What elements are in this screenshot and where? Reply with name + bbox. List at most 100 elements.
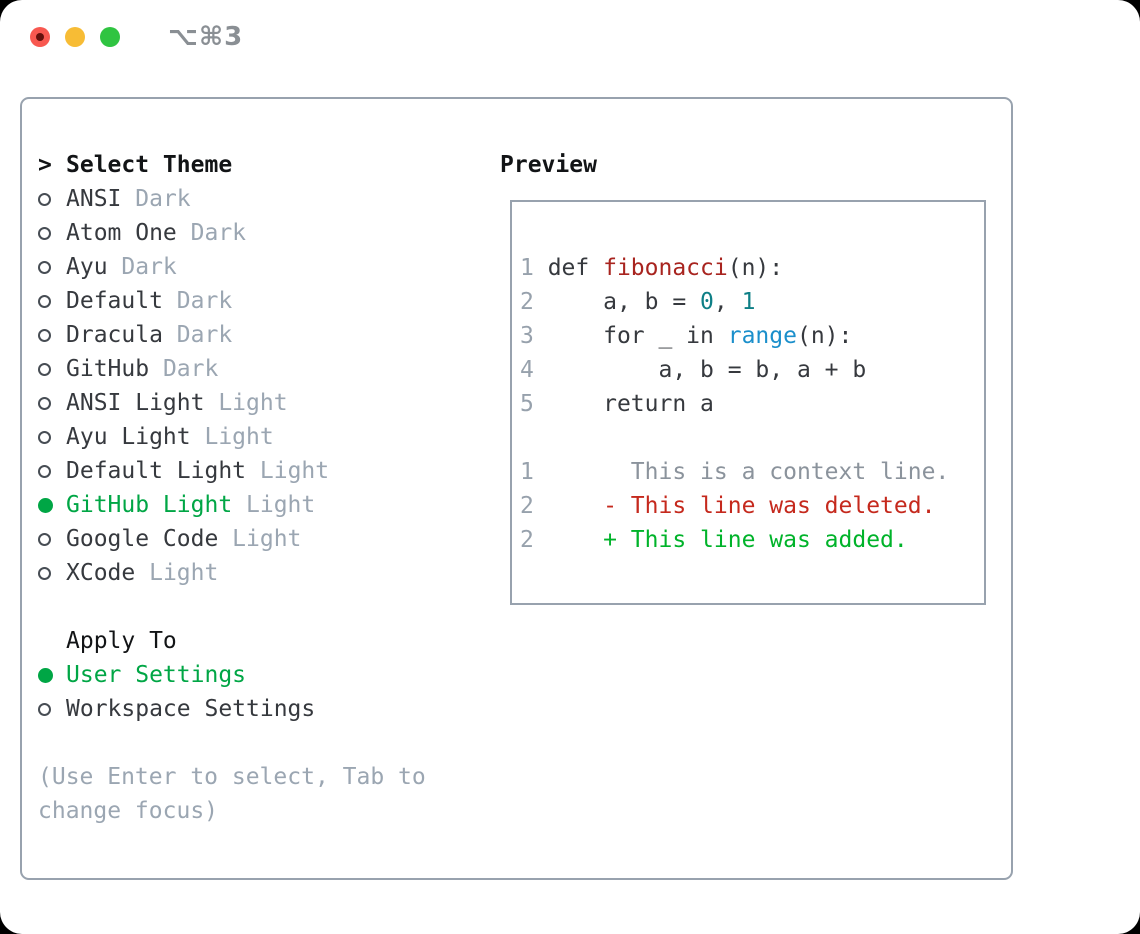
theme-item-ayu-light[interactable]: Ayu Light Light [38, 420, 490, 454]
apply-to-header: Apply To [38, 624, 490, 658]
code-line: 3 for _ in range(n): [520, 319, 978, 353]
line-number: 4 [520, 357, 548, 383]
code-segment-code: a, b = b, a + b [547, 357, 867, 383]
line-number: 5 [520, 391, 548, 417]
preview-column: Preview 1 def fibonacci(n):2 a, b = 0, 1… [500, 148, 986, 605]
spacer [38, 726, 490, 760]
code-segment-num: 0 [700, 289, 714, 315]
theme-variant-tag: Dark [135, 186, 191, 212]
theme-variant-tag: Dark [121, 254, 177, 280]
titlebar: ⌥⌘3 [0, 0, 1140, 74]
theme-name: Ayu [66, 254, 122, 280]
code-line: 2 a, b = 0, 1 [520, 285, 978, 319]
prompt-caret-icon: > [38, 152, 52, 178]
code-segment-call: range [727, 323, 797, 349]
line-number: 3 [520, 323, 548, 349]
radio-icon [38, 396, 51, 410]
radio-icon [38, 430, 51, 444]
code-line: 5 return a [520, 387, 978, 421]
line-number: 2 [520, 493, 548, 519]
theme-name: GitHub [66, 356, 163, 382]
code-segment-added: + This line was added. [547, 527, 908, 553]
code-segment-num: 1 [741, 289, 756, 315]
diff-deleted-line: 2 - This line was deleted. [520, 489, 978, 523]
select-theme-title: Select Theme [66, 152, 233, 178]
diff-context-line: 1 This is a context line. [520, 455, 978, 489]
line-number: 2 [520, 527, 548, 553]
theme-name: Google Code [66, 526, 233, 552]
theme-item-ansi-light[interactable]: ANSI Light Light [38, 386, 490, 420]
radio-icon [38, 226, 51, 240]
theme-name: XCode [66, 560, 150, 586]
radio-icon [38, 566, 51, 580]
line-number: 2 [520, 289, 548, 315]
radio-selected-icon [38, 667, 53, 683]
theme-item-dracula[interactable]: Dracula Dark [38, 318, 490, 352]
code-segment-code: for _ in [547, 323, 728, 349]
radio-icon [38, 192, 51, 206]
theme-item-ansi[interactable]: ANSI Dark [38, 182, 490, 216]
theme-name: Default [66, 288, 177, 314]
spacer [38, 590, 490, 624]
theme-variant-tag: Light [232, 526, 302, 552]
theme-variant-tag: Dark [176, 288, 233, 314]
code-segment-deleted: - This line was deleted. [547, 493, 936, 519]
code-segment-code: return a [547, 391, 714, 417]
radio-icon [38, 464, 51, 478]
theme-variant-tag: Light [246, 492, 316, 518]
apply-option-label: User Settings [66, 662, 247, 688]
code-segment-code: (n): [727, 255, 784, 281]
minimize-button[interactable] [65, 27, 85, 47]
code-segment-code: a, b = [547, 289, 701, 315]
theme-name: ANSI Light [66, 390, 219, 416]
theme-item-google-code[interactable]: Google Code Light [38, 522, 490, 556]
diff-added-line: 2 + This line was added. [520, 523, 978, 557]
code-segment-context: This is a context line. [547, 459, 950, 485]
apply-option-workspace-settings[interactable]: Workspace Settings [38, 692, 490, 726]
theme-variant-tag: Dark [190, 220, 247, 246]
theme-variant-tag: Light [218, 390, 288, 416]
code-segment-code: (n): [796, 323, 853, 349]
line-number: 1 [520, 255, 548, 281]
radio-icon [38, 260, 51, 274]
preview-title: Preview [500, 152, 597, 178]
theme-name: Atom One [66, 220, 191, 246]
code-segment-func: fibonacci [603, 255, 728, 281]
maximize-button[interactable] [100, 27, 120, 47]
blank-line [520, 421, 978, 455]
theme-name: ANSI [66, 186, 136, 212]
theme-variant-tag: Dark [176, 322, 233, 348]
code-segment-code: def [547, 255, 604, 281]
radio-icon [38, 362, 51, 376]
theme-item-xcode[interactable]: XCode Light [38, 556, 490, 590]
apply-option-user-settings[interactable]: User Settings [38, 658, 490, 692]
radio-icon [38, 532, 51, 546]
select-theme-header: > Select Theme [38, 148, 490, 182]
theme-item-github-light[interactable]: GitHub Light Light [38, 488, 490, 522]
code-line: 4 a, b = b, a + b [520, 353, 978, 387]
hint-text: (Use Enter to select, Tab to change focu… [38, 764, 426, 824]
theme-item-ayu[interactable]: Ayu Dark [38, 250, 490, 284]
theme-item-default[interactable]: Default Dark [38, 284, 490, 318]
theme-item-github[interactable]: GitHub Dark [38, 352, 490, 386]
theme-name: Default Light [66, 458, 260, 484]
apply-to-title: Apply To [66, 628, 177, 654]
theme-variant-tag: Light [259, 458, 330, 484]
line-number: 1 [520, 459, 548, 485]
theme-item-atom-one[interactable]: Atom One Dark [38, 216, 490, 250]
close-button[interactable] [30, 27, 50, 47]
code-segment-code: , [713, 289, 742, 315]
window-title: ⌥⌘3 [168, 22, 244, 52]
radio-selected-icon [38, 497, 53, 513]
theme-variant-tag: Light [204, 424, 274, 450]
radio-icon [38, 328, 51, 342]
theme-variant-tag: Light [149, 560, 219, 586]
theme-item-default-light[interactable]: Default Light Light [38, 454, 490, 488]
